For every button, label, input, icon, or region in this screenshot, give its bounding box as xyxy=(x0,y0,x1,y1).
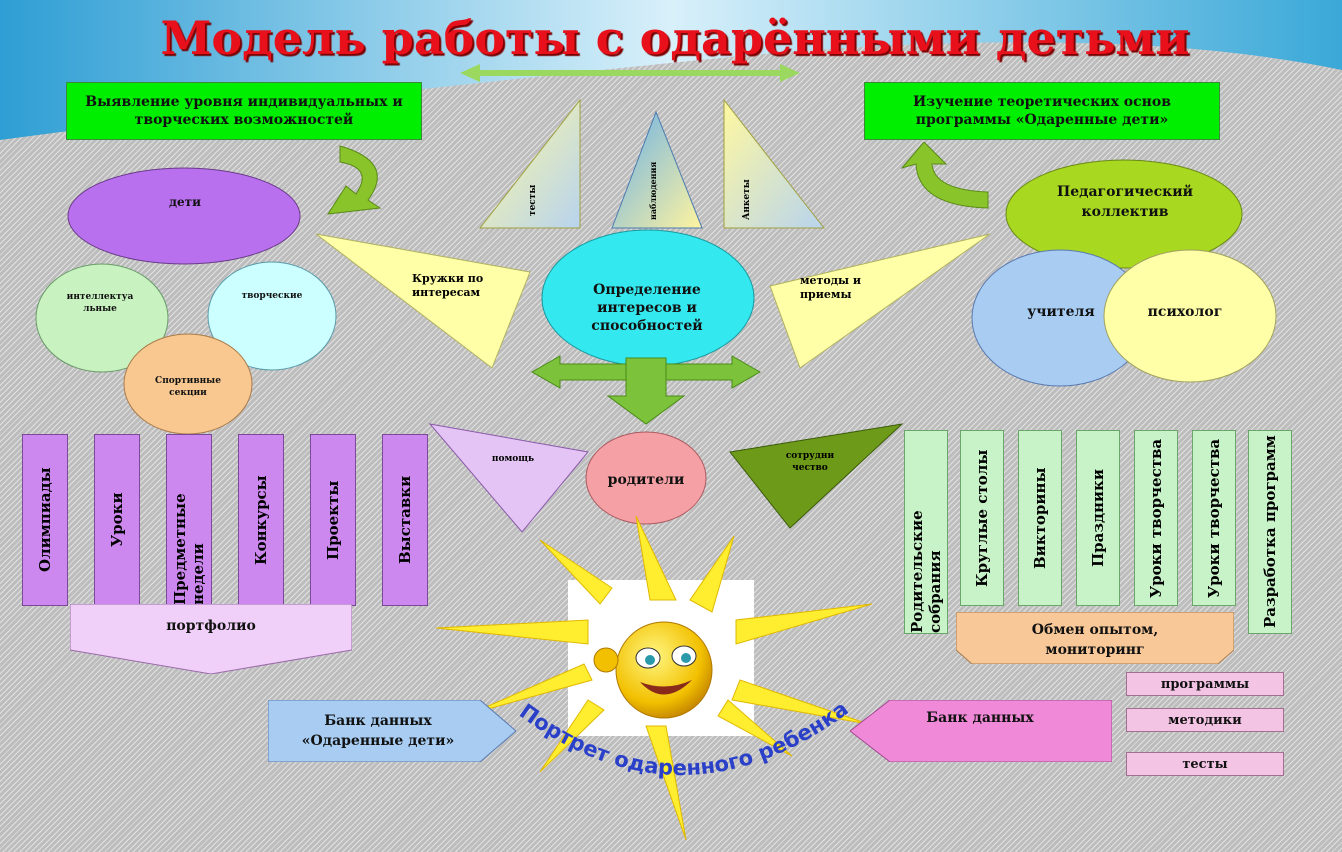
sky-background xyxy=(0,0,1342,140)
exchange-label: Обмен опытом, мониторинг xyxy=(1031,622,1159,658)
triangle-methods xyxy=(769,233,991,369)
bank-right-shape xyxy=(850,700,1112,762)
arc-text-portrait: Портрет одаренного ребенка xyxy=(515,696,852,780)
page-title: Модель работы с одарёнными детьми xyxy=(160,11,1190,65)
column-subject-weeks: Предметные недели xyxy=(166,434,212,606)
triangle-tests xyxy=(478,98,581,229)
label-clubs: Кружки по интересам xyxy=(412,272,484,299)
column-contests: Конкурсы xyxy=(238,434,284,606)
column-creativity-lessons-2: Уроки творчества xyxy=(1192,430,1236,606)
exchange-shape xyxy=(956,612,1234,664)
label-children: дети xyxy=(169,195,201,209)
theory-box: Изучение теоретических основ программы «… xyxy=(864,82,1220,140)
bank-left-label: Банк данных «Одаренные дети» xyxy=(301,713,455,749)
column-round-tables: Круглые столы xyxy=(960,430,1004,606)
ellipse-staff xyxy=(1005,159,1243,269)
ellipse-creative xyxy=(207,261,337,371)
triangle-observation xyxy=(611,110,703,229)
label-staff: Педагогический коллектив xyxy=(1057,184,1193,220)
ellipse-parents xyxy=(585,431,707,525)
double-arrow-top xyxy=(460,64,800,82)
column-projects: Проекты xyxy=(310,434,356,606)
label-tests: тесты xyxy=(528,184,538,216)
column-creativity-lessons-1: Уроки творчества xyxy=(1134,430,1178,606)
column-holidays: Праздники xyxy=(1076,430,1120,606)
label-creative: творческие xyxy=(241,291,303,301)
triangle-cooperation xyxy=(729,423,904,529)
column-parent-meetings: Родительские собрания xyxy=(904,430,948,634)
curved-arrow-left xyxy=(327,145,382,215)
bank-right-label: Банк данных xyxy=(926,710,1034,726)
identify-box: Выявление уровня индивидуальных и творче… xyxy=(66,82,422,140)
smiley-pupil-right xyxy=(681,653,691,663)
label-parents: родители xyxy=(607,472,685,488)
portfolio-label: портфолио xyxy=(166,618,256,634)
label-intellectual: интеллектуа льные xyxy=(66,292,134,314)
triangle-surveys xyxy=(723,98,826,229)
smiley-face xyxy=(615,621,713,719)
label-cooperation: сотрудни чество xyxy=(785,451,835,473)
sun-rays xyxy=(435,515,873,841)
triangle-help xyxy=(428,423,589,533)
bank-item-tests: тесты xyxy=(1126,752,1284,776)
ellipse-intellectual xyxy=(35,263,169,373)
thumbs-up-icon xyxy=(593,647,619,673)
svg-text:Портрет одаренного ребенка: Портрет одаренного ребенка xyxy=(515,696,852,780)
label-observation: наблюдения xyxy=(648,161,658,220)
column-olympiads: Олимпиады xyxy=(22,434,68,606)
column-program-development: Разработка программ xyxy=(1248,430,1292,634)
column-quizzes: Викторины xyxy=(1018,430,1062,606)
arrow-down xyxy=(606,357,686,425)
portfolio-shape xyxy=(70,604,352,674)
curved-arrow-right xyxy=(900,142,989,209)
arc-text: Портрет одаренного ребенка xyxy=(515,696,852,780)
smiley-mouth xyxy=(640,680,692,695)
column-lessons: Уроки xyxy=(94,434,140,606)
label-help: помощь xyxy=(491,454,535,464)
label-center: Определение интересов и способностей xyxy=(591,282,703,334)
triangle-clubs xyxy=(315,233,531,369)
bank-item-programs: программы xyxy=(1126,672,1284,696)
bank-left-shape xyxy=(268,700,516,762)
label-methods: методы и приемы xyxy=(800,274,862,301)
label-surveys: Анкеты xyxy=(742,179,752,220)
bank-item-methods: методики xyxy=(1126,708,1284,732)
ellipse-children xyxy=(67,167,301,265)
column-exhibitions: Выставки xyxy=(382,434,428,606)
label-teachers: учителя xyxy=(1027,304,1095,320)
label-psychologist: психолог xyxy=(1147,304,1223,320)
label-sports: Спортивные секции xyxy=(155,376,221,398)
ellipse-psychologist xyxy=(1103,249,1277,383)
smiley-pupil-left xyxy=(645,655,655,665)
